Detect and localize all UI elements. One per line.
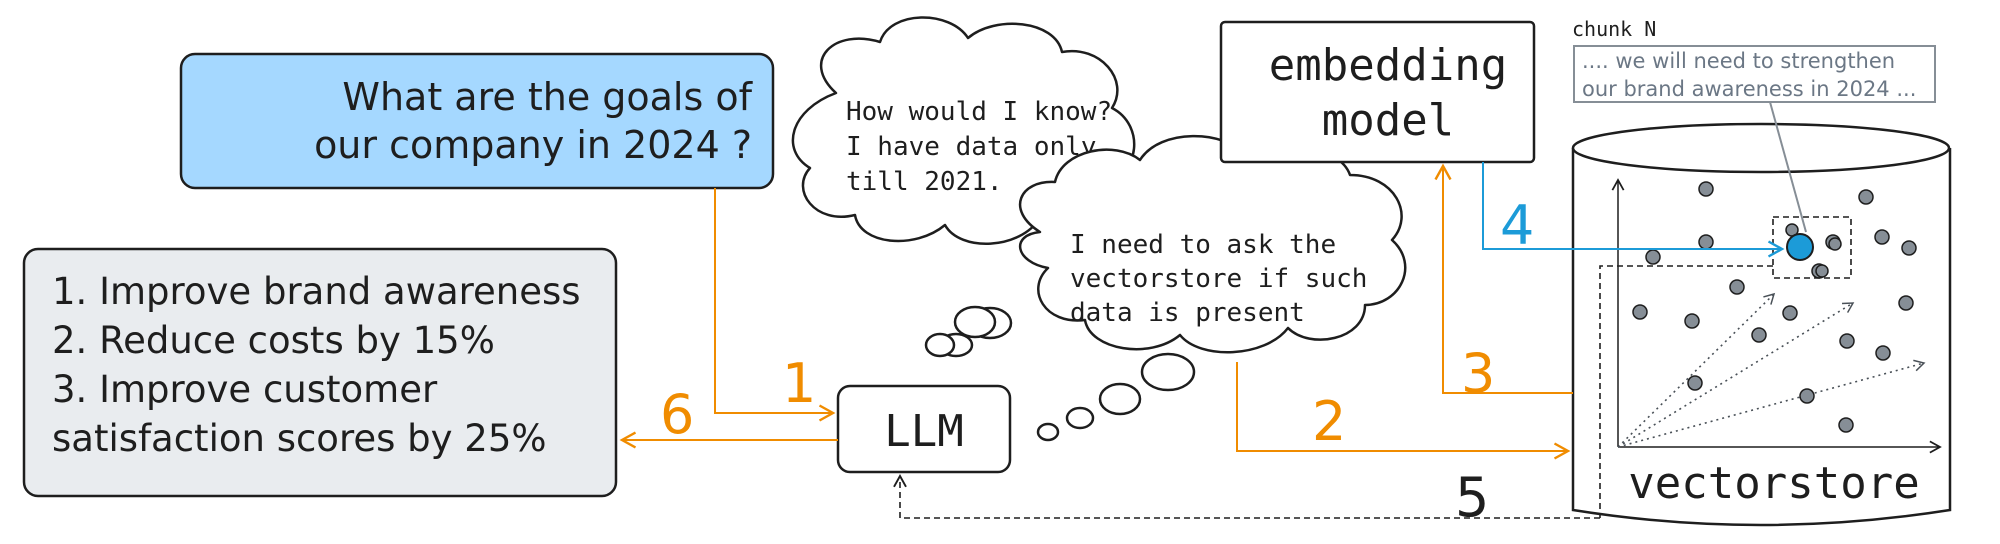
vector-point [1687,375,1703,391]
embedding-model-box: embedding model [1219,20,1536,164]
retrieval-region [1599,265,1773,518]
step-number-3: 3 [1461,342,1495,405]
vector-point [1838,417,1854,433]
vector-point [1898,295,1914,311]
llm-label: LLM [884,406,963,457]
step-number-6: 6 [660,383,694,446]
embedding-model-line-1: embedding [1269,40,1507,91]
step-number-1: 1 [782,352,816,415]
arrow-step-2 [1236,362,1571,460]
thought-dot [1140,352,1196,392]
vector-arrow [1617,302,1855,448]
vectorstore-cylinder: vectorstore [1571,101,1952,527]
thought-llm-line-1: How would I know? [846,97,1112,127]
question-box: What are the goals of our company in 202… [179,52,775,190]
vectorstore-label: vectorstore [1628,458,1919,509]
vector-points [1632,181,1917,433]
answer-line-4: satisfaction scores by 25% [52,417,547,460]
thought-ask-line-3: data is present [1070,298,1305,328]
thought-llm-line-2: I have data only [846,132,1096,162]
thought-dot [953,305,997,339]
vectorstore-top [1571,122,1951,174]
vector-point [1901,240,1917,256]
vector-point [1698,181,1714,197]
arrow-step-5 [893,474,1600,519]
llm-box-shape [836,384,1012,474]
chunk-line-1: .... we will need to strengthen [1582,49,1895,73]
chunk-note: chunk N .... we will need to strengthen … [1572,17,1936,103]
question-line-2: our company in 2024 ? [314,123,752,167]
chunk-pointer-line [1769,101,1807,233]
thought-dot [1065,406,1095,430]
step-number-5: 5 [1455,466,1489,529]
vector-point [1815,264,1829,278]
vector-point [1684,313,1700,329]
query-vector-point [1786,233,1814,261]
vector-point [1828,237,1842,251]
question-line-1: What are the goals of [342,75,753,119]
thought-dot [924,332,956,358]
vector-point [1858,189,1874,205]
vector-point [1698,234,1714,250]
arrow-step-3 [1434,163,1573,394]
answer-box: 1. Improve brand awareness 2. Reduce cos… [22,247,618,498]
vector-point [1875,345,1891,361]
vector-arrow [1617,292,1776,448]
answer-line-1: 1. Improve brand awareness [52,270,581,313]
arrow-step-1 [714,188,836,422]
chunk-line-2: our brand awareness in 2024 ... [1582,77,1916,101]
vector-point [1839,333,1855,349]
answer-line-3: 3. Improve customer [52,368,438,411]
thought-dot [1098,382,1142,416]
thought-llm-line-3: till 2021. [846,167,1003,197]
llm-box: LLM [836,384,1012,474]
thought-ask-line-2: vectorstore if such [1070,264,1367,294]
thought-dot [1036,422,1060,442]
vector-point [1632,304,1648,320]
vector-point [1729,279,1745,295]
thought-ask-line-1: I need to ask the [1070,230,1336,260]
thought-cloud-ask-vectorstore: I need to ask the vectorstore if such da… [1018,134,1407,354]
vector-point [1799,388,1815,404]
chunk-box-shape [1573,45,1936,103]
step-number-2: 2 [1312,390,1346,453]
answer-box-shape [22,247,618,498]
vector-point [1782,305,1798,321]
chunk-label: chunk N [1572,17,1656,41]
thought-cloud-shape [1018,134,1407,354]
vector-point [1645,249,1661,265]
answer-line-2: 2. Reduce costs by 15% [52,319,495,362]
embedding-model-box-shape [1219,20,1536,164]
step-number-4: 4 [1500,194,1534,257]
embedding-model-line-2: model [1322,95,1454,146]
arrow-step-4 [1482,162,1785,258]
vector-point [1751,327,1767,343]
thought-trail-dots-upper [924,305,997,358]
question-box-shape [179,52,775,190]
vector-point [1874,229,1890,245]
vector-arrow [1617,359,1926,448]
